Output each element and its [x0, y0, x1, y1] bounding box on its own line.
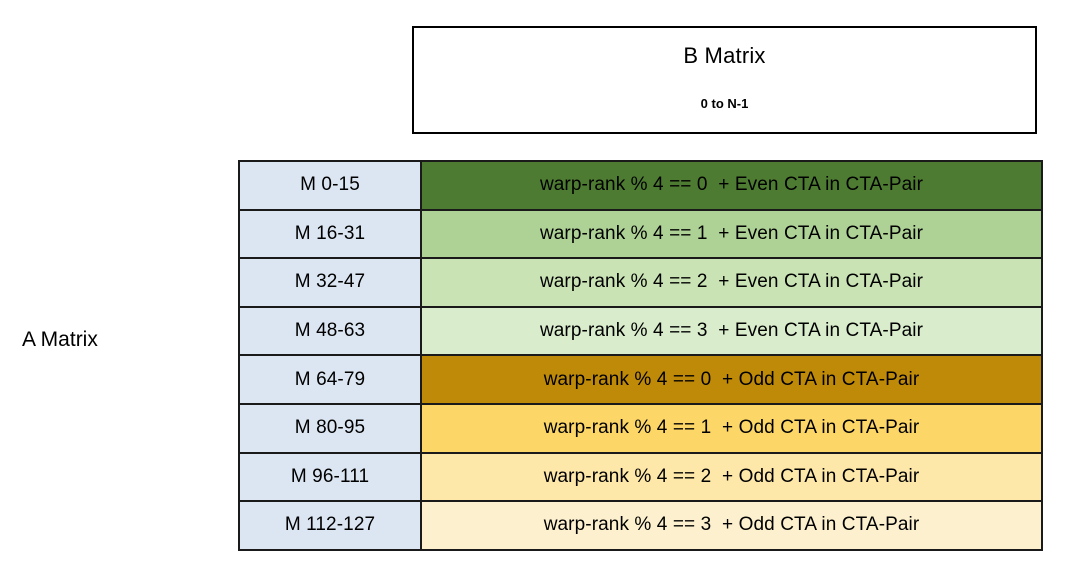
row-label-cell: M 16-31 [238, 208, 422, 260]
row-label-text: M 64-79 [294, 368, 366, 390]
table-row: M 16-31 warp-rank % 4 == 1 + Even CTA in… [238, 208, 1043, 260]
table-row: M 0-15 warp-rank % 4 == 0 + Even CTA in … [238, 160, 1043, 211]
table-row: M 48-63 warp-rank % 4 == 3 + Even CTA in… [238, 305, 1043, 357]
row-desc-text: warp-rank % 4 == 0 + Even CTA in CTA-Pai… [539, 174, 924, 196]
row-label-text: M 112-127 [284, 514, 376, 536]
row-label-cell: M 64-79 [238, 354, 422, 405]
table-row: M 64-79 warp-rank % 4 == 0 + Odd CTA in … [238, 354, 1043, 405]
row-desc-text: warp-rank % 4 == 0 + Odd CTA in CTA-Pair [543, 368, 920, 390]
row-desc-text: warp-rank % 4 == 1 + Even CTA in CTA-Pai… [539, 222, 924, 244]
table-row: M 32-47 warp-rank % 4 == 2 + Even CTA in… [238, 257, 1043, 308]
row-label-text: M 32-47 [294, 271, 366, 293]
row-label-text: M 48-63 [294, 320, 366, 342]
row-desc-cell: warp-rank % 4 == 0 + Odd CTA in CTA-Pair [420, 354, 1043, 405]
table-row: M 96-111 warp-rank % 4 == 2 + Odd CTA in… [238, 451, 1043, 503]
row-label-text: M 80-95 [294, 417, 366, 439]
b-matrix-range-label: 0 to N-1 [700, 96, 749, 111]
row-desc-cell: warp-rank % 4 == 2 + Even CTA in CTA-Pai… [420, 257, 1043, 308]
row-desc-cell: warp-rank % 4 == 1 + Odd CTA in CTA-Pair [420, 402, 1043, 454]
row-desc-text: warp-rank % 4 == 1 + Odd CTA in CTA-Pair [543, 417, 920, 439]
row-desc-text: warp-rank % 4 == 3 + Even CTA in CTA-Pai… [539, 320, 924, 342]
row-desc-cell: warp-rank % 4 == 1 + Even CTA in CTA-Pai… [420, 208, 1043, 260]
row-desc-text: warp-rank % 4 == 2 + Even CTA in CTA-Pai… [539, 271, 924, 293]
row-label-text: M 96-111 [290, 465, 370, 487]
table-row: M 112-127 warp-rank % 4 == 3 + Odd CTA i… [238, 500, 1043, 551]
table-row: M 80-95 warp-rank % 4 == 1 + Odd CTA in … [238, 402, 1043, 454]
row-label-cell: M 96-111 [238, 451, 422, 503]
b-matrix-box: B Matrix 0 to N-1 [412, 26, 1037, 134]
row-desc-cell: warp-rank % 4 == 0 + Even CTA in CTA-Pai… [420, 160, 1043, 211]
row-desc-text: warp-rank % 4 == 2 + Odd CTA in CTA-Pair [543, 465, 920, 487]
matrix-partition-table: M 0-15 warp-rank % 4 == 0 + Even CTA in … [238, 160, 1043, 551]
row-label-cell: M 80-95 [238, 402, 422, 454]
row-label-cell: M 32-47 [238, 257, 422, 308]
row-label-cell: M 112-127 [238, 500, 422, 551]
row-desc-cell: warp-rank % 4 == 2 + Odd CTA in CTA-Pair [420, 451, 1043, 503]
row-label-text: M 16-31 [294, 222, 366, 244]
row-label-cell: M 0-15 [238, 160, 422, 211]
row-label-cell: M 48-63 [238, 305, 422, 357]
a-matrix-label: A Matrix [22, 328, 98, 351]
row-label-text: M 0-15 [300, 174, 360, 196]
row-desc-cell: warp-rank % 4 == 3 + Odd CTA in CTA-Pair [420, 500, 1043, 551]
row-desc-cell: warp-rank % 4 == 3 + Even CTA in CTA-Pai… [420, 305, 1043, 357]
matrix-partition-rows: M 0-15 warp-rank % 4 == 0 + Even CTA in … [238, 160, 1043, 551]
row-desc-text: warp-rank % 4 == 3 + Odd CTA in CTA-Pair [543, 514, 920, 536]
b-matrix-title: B Matrix [683, 43, 766, 68]
